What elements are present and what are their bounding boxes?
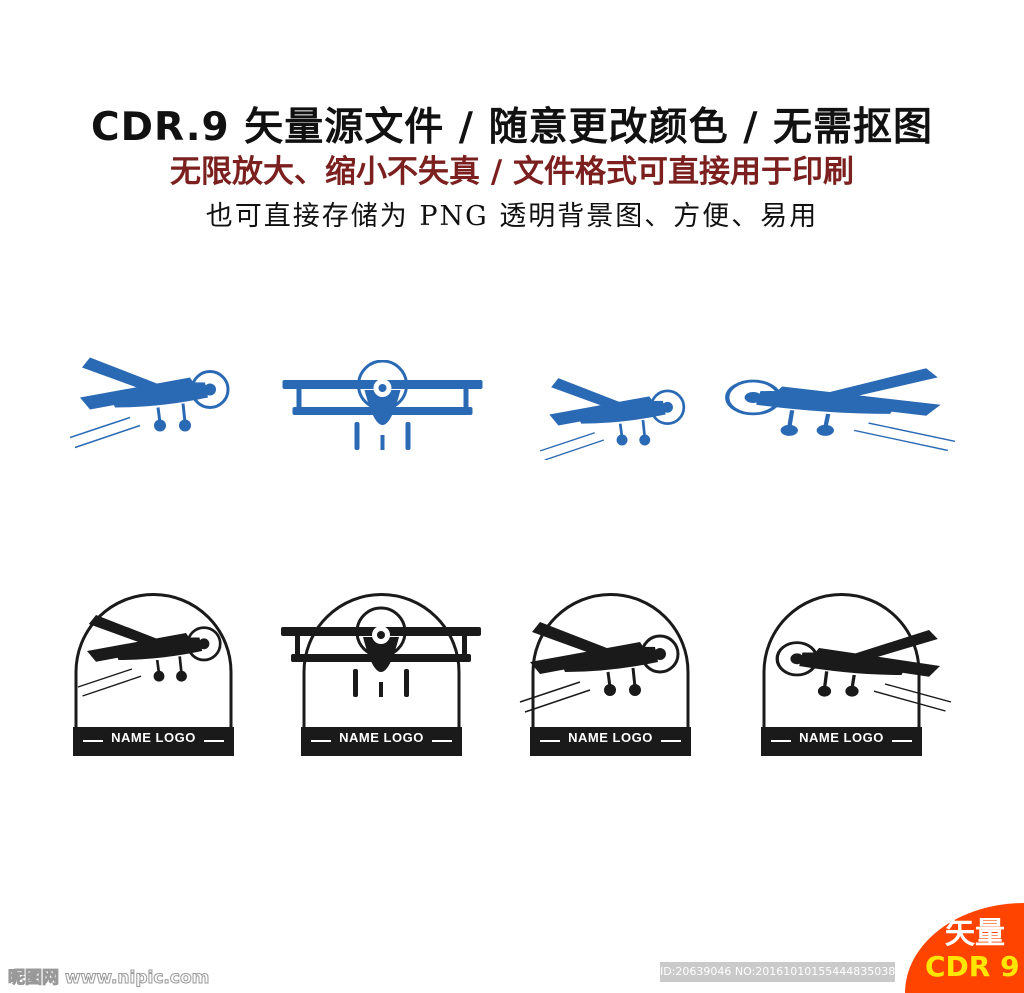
- badge-label: NAME LOGO: [339, 730, 424, 745]
- badge-label: NAME LOGO: [799, 730, 884, 745]
- badge-label: NAME LOGO: [111, 730, 196, 745]
- badge-arch-frame: [73, 593, 234, 756]
- badge-label: NAME LOGO: [568, 730, 653, 745]
- name-logo-badge-2: NAME LOGO: [279, 592, 483, 756]
- site-watermark: 昵图网 www.nipic.com: [7, 968, 210, 989]
- blue-biplane-front-illustration: [281, 360, 484, 452]
- corner-badge-vector-text: 矢量: [945, 916, 1005, 951]
- name-logo-badge-4: NAME LOGO: [761, 592, 953, 756]
- corner-badge-cdr-text: CDR 9: [925, 950, 1020, 983]
- badge-arch-frame: [761, 593, 953, 756]
- image-id-watermark: ID:20639046 NO:20161010155444835038: [660, 962, 895, 982]
- name-logo-badge-3: NAME LOGO: [518, 592, 691, 756]
- blue-monoplane-flyby-illustration: [710, 350, 955, 455]
- headline-scalable-print: 无限放大、缩小不失真 / 文件格式可直接用于印刷: [170, 154, 854, 190]
- name-logo-badge-1: NAME LOGO: [73, 592, 234, 756]
- badge-arch-frame: [518, 593, 691, 756]
- blue-biplane-side-illustration: [70, 356, 230, 449]
- blue-monoplane-illustration: [538, 376, 686, 460]
- headline-png-transparent: 也可直接存储为 PNG 透明背景图、方便、易用: [205, 201, 819, 232]
- badge-arch-frame: [279, 593, 483, 756]
- headline-vector-source: CDR.9 矢量源文件 / 随意更改颜色 / 无需抠图: [90, 105, 934, 150]
